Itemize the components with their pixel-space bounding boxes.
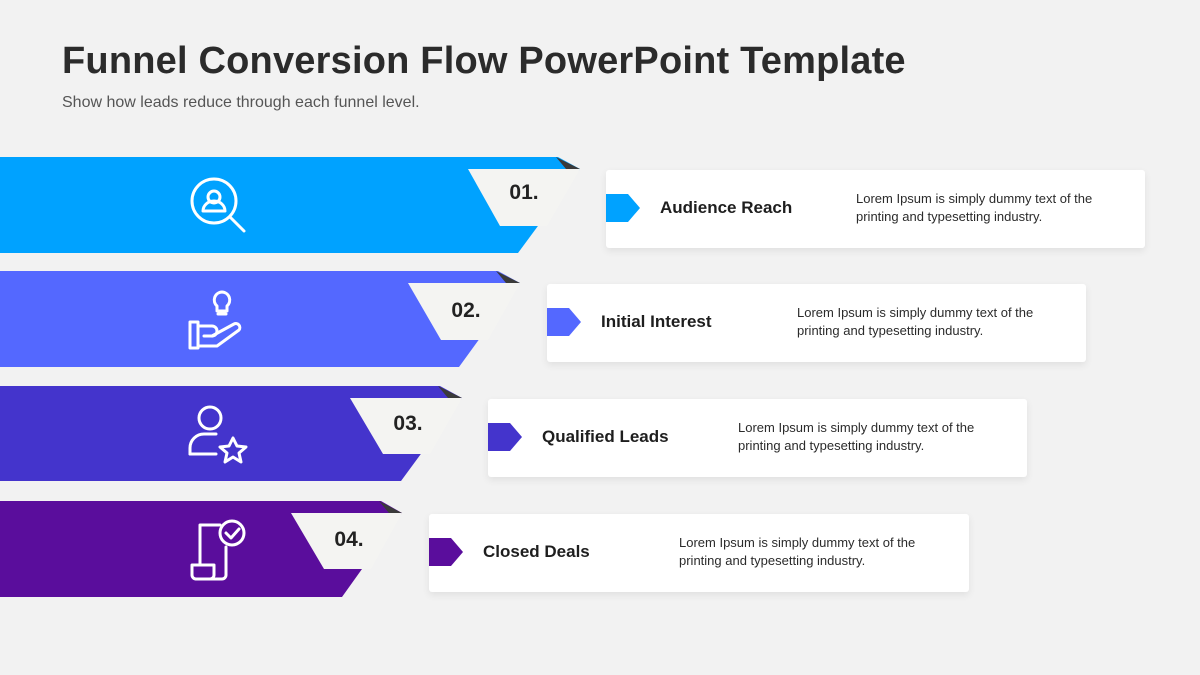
- page-subtitle: Show how leads reduce through each funne…: [62, 94, 420, 111]
- stage-description: Lorem Ipsum is simply dummy text of the …: [738, 420, 975, 453]
- stage-label: Closed Deals: [483, 542, 590, 561]
- stage-description: Lorem Ipsum is simply dummy text of the …: [856, 191, 1093, 224]
- arrow-marker-icon: [606, 194, 640, 222]
- number-tab-1: [468, 169, 580, 226]
- stage-number: 04.: [334, 528, 364, 551]
- stage-label: Initial Interest: [601, 312, 712, 331]
- stage-description: Lorem Ipsum is simply dummy text of the …: [679, 535, 916, 568]
- stage-label: Qualified Leads: [542, 427, 669, 446]
- band-fold-4: [379, 501, 402, 513]
- funnel-band-2: [0, 271, 520, 367]
- stage-number: 03.: [393, 412, 423, 435]
- band-fold-2: [496, 271, 520, 283]
- stage-number: 02.: [451, 299, 481, 322]
- stage-card-qualified-leads: Qualified Leads Lorem Ipsum is simply du…: [488, 399, 1027, 477]
- stage-description: Lorem Ipsum is simply dummy text of the …: [797, 305, 1034, 338]
- stage-number: 01.: [509, 181, 539, 204]
- stage-card-closed-deals: Closed Deals Lorem Ipsum is simply dummy…: [429, 514, 969, 592]
- user-star-icon: [186, 402, 250, 466]
- number-tab-3: [350, 398, 462, 454]
- arrow-marker-icon: [429, 538, 463, 566]
- arrow-marker-icon: [547, 308, 581, 336]
- arrow-marker-icon: [488, 423, 522, 451]
- stage-card-initial-interest: Initial Interest Lorem Ipsum is simply d…: [547, 284, 1086, 362]
- number-tab-4: [291, 513, 402, 569]
- funnel-band-3: [0, 386, 462, 481]
- band-fold-3: [438, 386, 462, 398]
- stage-card-audience-reach: Audience Reach Lorem Ipsum is simply dum…: [606, 170, 1145, 248]
- band-fold-1: [556, 157, 580, 169]
- funnel-band-1: [0, 157, 580, 253]
- hand-lightbulb-icon: [186, 288, 250, 352]
- search-user-icon: [186, 173, 250, 237]
- document-check-icon: [186, 517, 250, 581]
- number-tab-2: [408, 283, 520, 340]
- page-title: Funnel Conversion Flow PowerPoint Templa…: [62, 40, 906, 82]
- stage-label: Audience Reach: [660, 198, 793, 217]
